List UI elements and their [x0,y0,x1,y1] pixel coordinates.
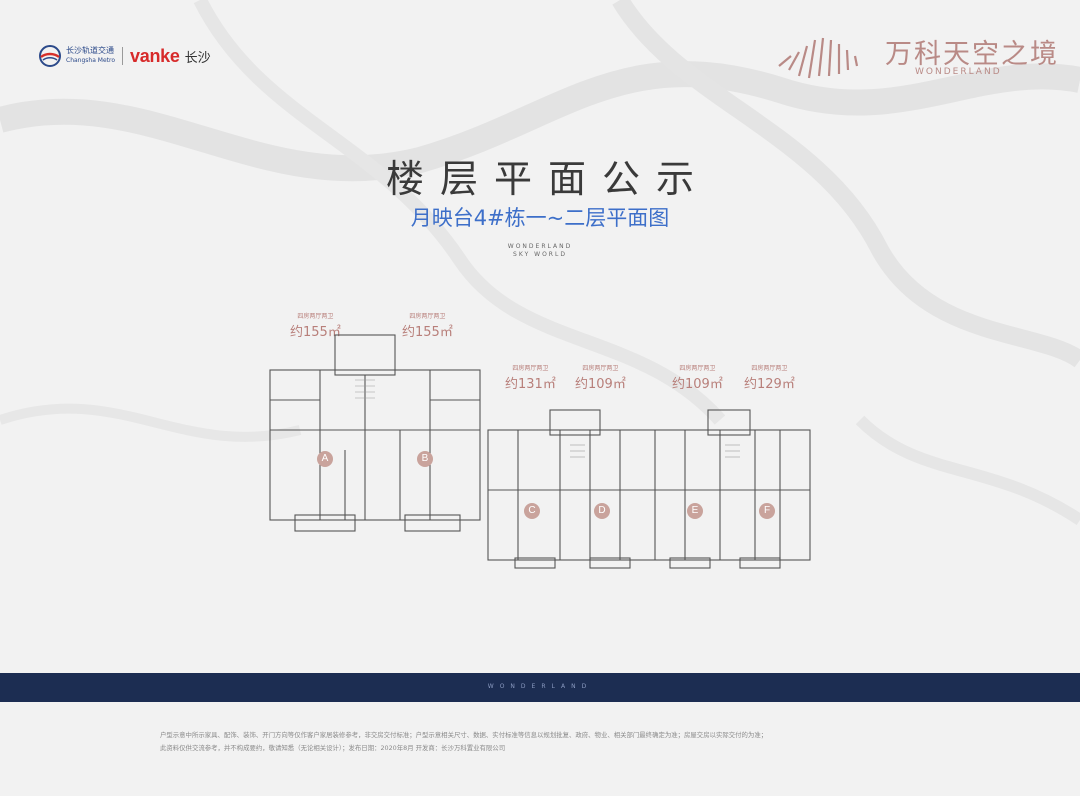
unit-marker-c: C [524,503,540,519]
unit-marker-a: A [317,451,333,467]
disclaimer-line-2: 此资料仅供交流参考，并不构成要约，敬请知悉（无论相关设计）；发布日期：2020年… [160,744,506,752]
unit-marker-f: F [759,503,775,519]
metro-name-en: Changsha Metro [66,57,116,64]
disclaimer-line-1: 户型示意中所示家具、配饰、装饰、开门方向等仅作客户家居装修参考，非交房交付标准；… [160,731,768,739]
unit-label-f: 四房两厅两卫约129㎡ [744,365,795,392]
metro-name-cn: 长沙轨道交通 [66,46,114,55]
floor-plan-drawing [269,334,811,569]
marble-background [0,0,1080,525]
project-name-en: WONDERLAND [915,67,1002,77]
vanke-logo: vanke [130,45,180,66]
page-subtitle: 月映台4#栋一~二层平面图 [410,206,670,230]
project-name: 万科天空之境 [885,39,1059,70]
unit-label-d: 四房两厅两卫约109㎡ [575,365,626,392]
unit-label-a: 四房两厅两卫约155㎡ [290,313,341,340]
header-logo-left: 长沙轨道交通 Changsha Metro vanke 长沙 [38,44,211,68]
city-label: 长沙 [184,50,211,66]
page-title: 楼层平面公示 [385,157,710,201]
unit-marker-b: B [417,451,433,467]
floor-plan: A B C D E F [260,320,820,594]
footer-band-text: WONDERLAND [487,683,593,690]
unit-label-c: 四房两厅两卫约131㎡ [505,365,556,392]
unit-marker-e: E [687,503,703,519]
changsha-metro-logo-icon [39,45,61,67]
wonderland-mark-icon [778,37,859,79]
footer-band: WONDERLAND [0,673,1080,702]
unit-label-b: 四房两厅两卫约155㎡ [402,313,453,340]
unit-label-e: 四房两厅两卫约109㎡ [672,365,723,392]
wonderland-small-mark: WONDERLAND SKY WORLD [507,243,573,258]
logo-divider [122,47,124,65]
unit-marker-d: D [594,503,610,519]
